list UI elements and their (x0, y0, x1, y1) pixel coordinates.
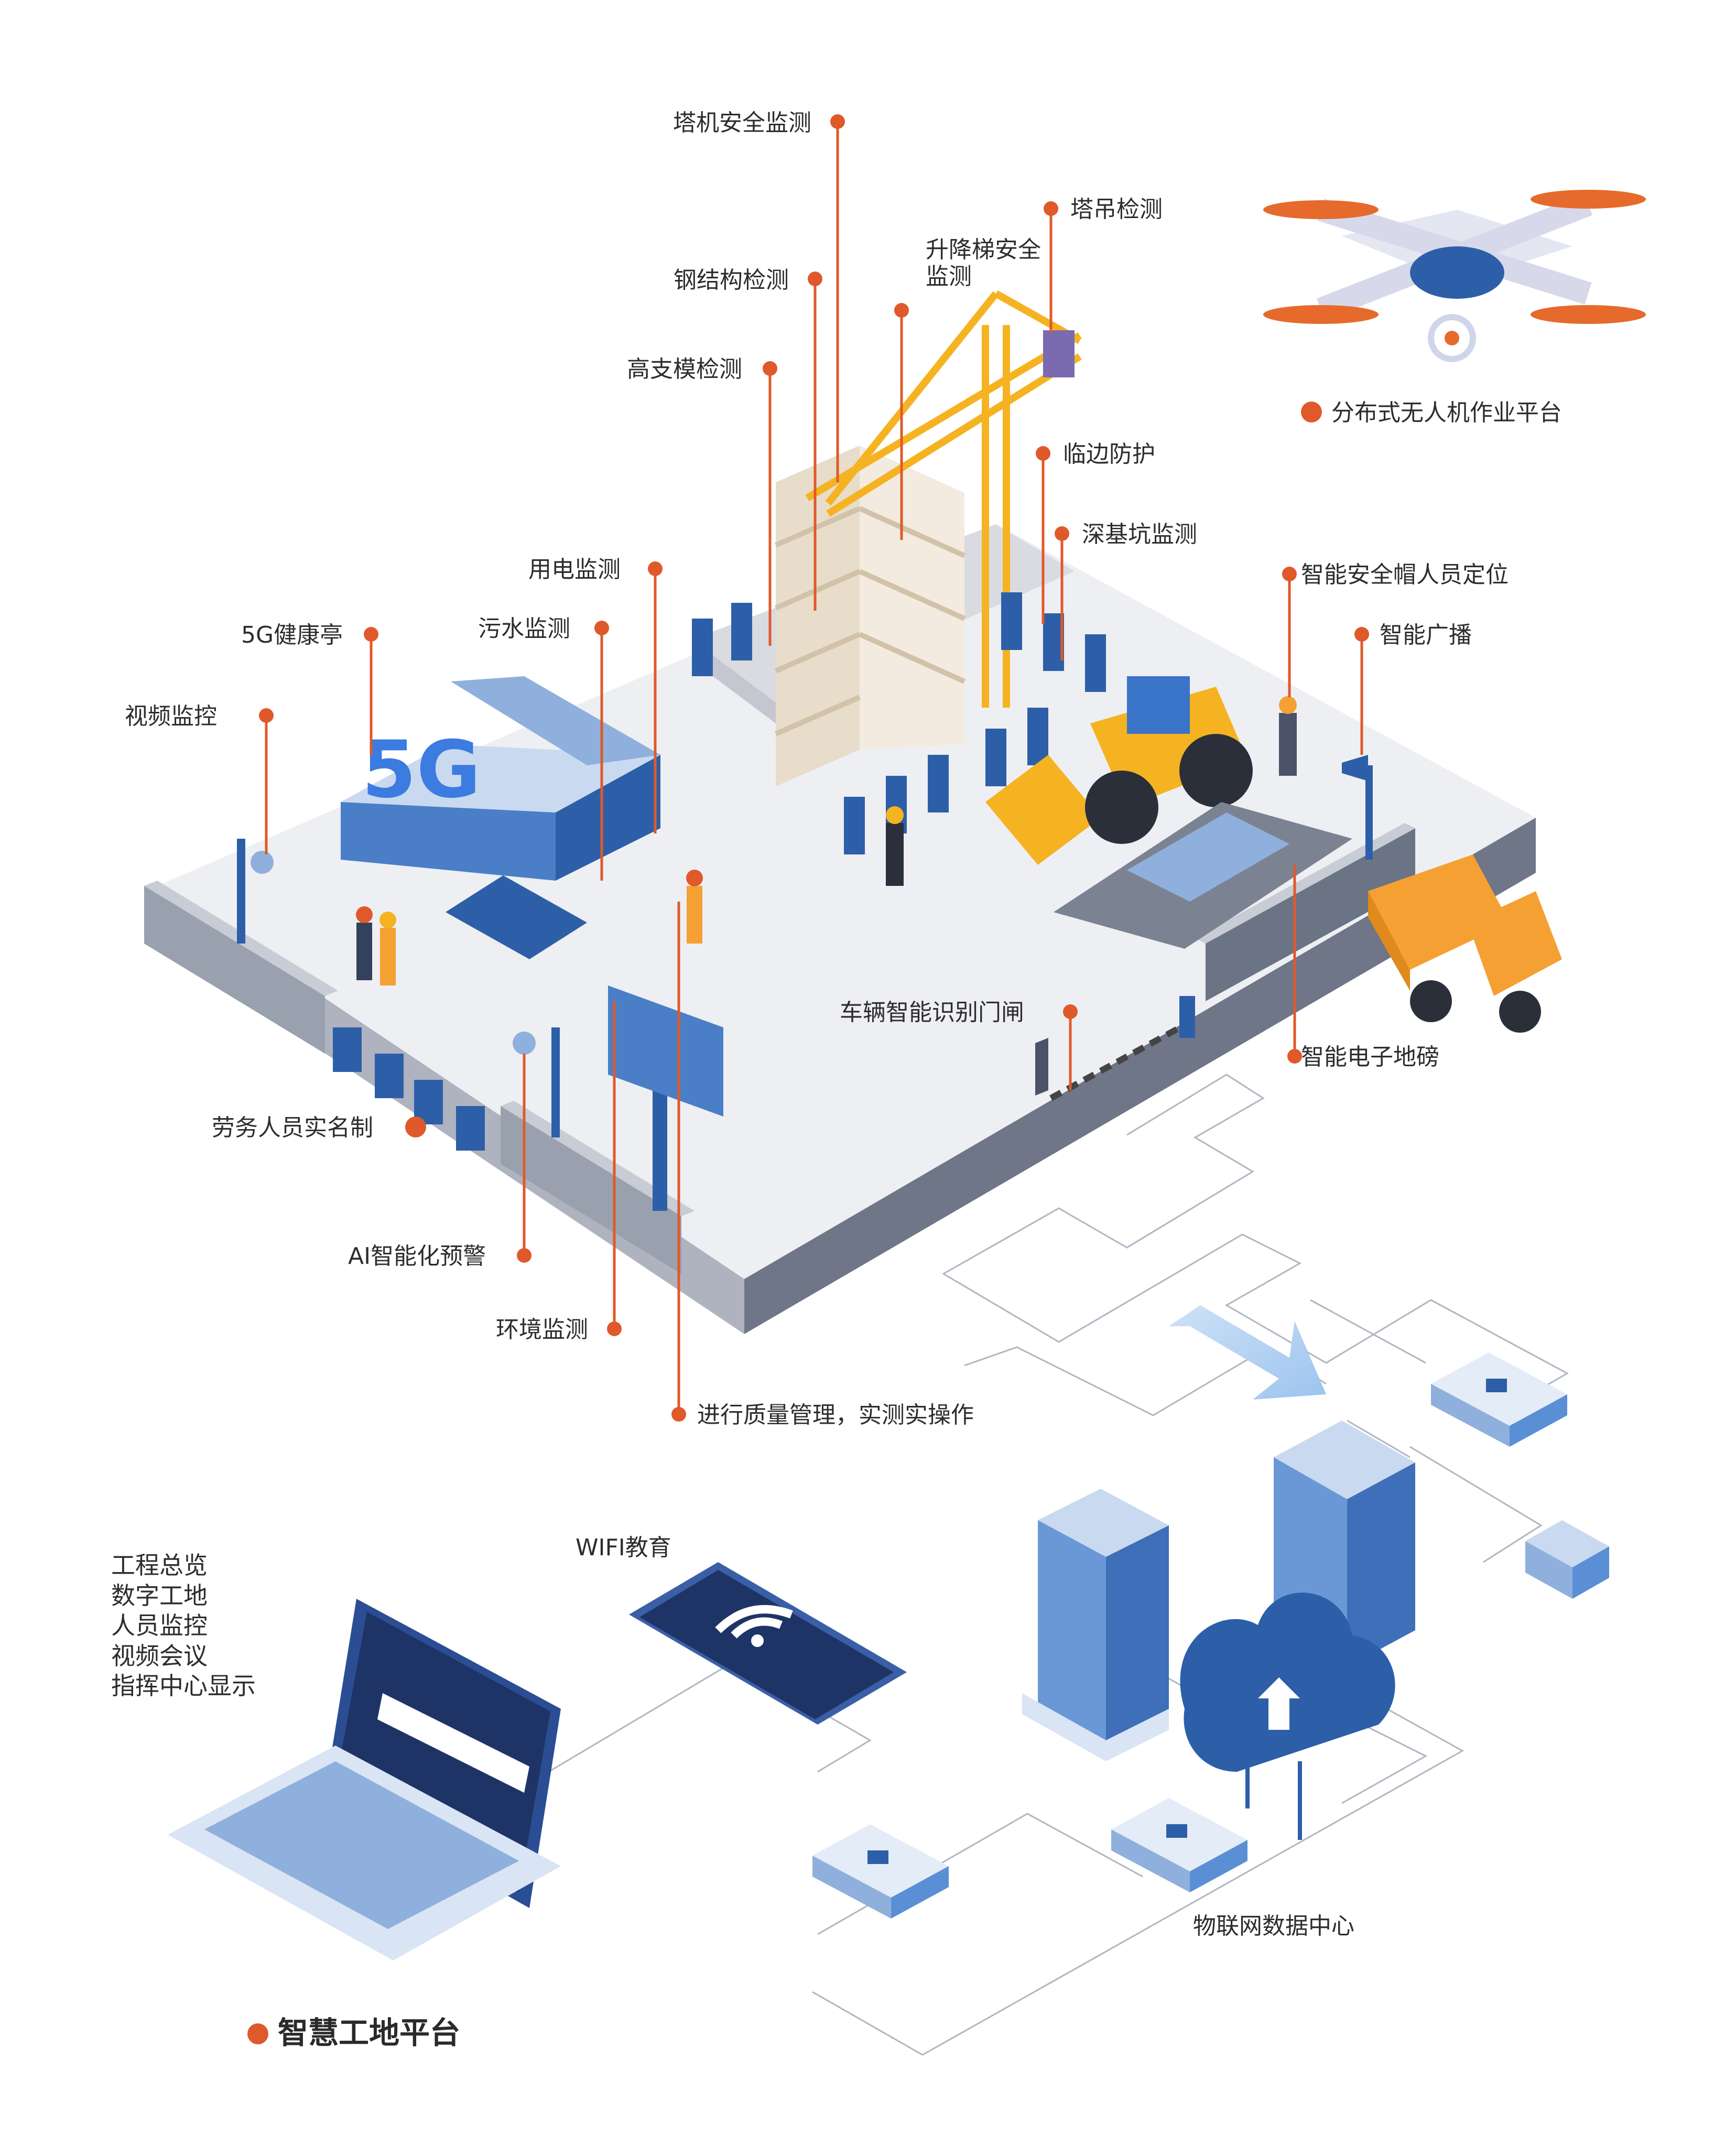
billboard (608, 985, 723, 1211)
router-icon (1431, 1352, 1567, 1447)
label-deep-pit: 深基坑监测 (1082, 521, 1197, 548)
marker-dot (364, 627, 378, 642)
platform-feature: 视频会议 (111, 1641, 208, 1670)
label-edge-protection: 临边防护 (1063, 441, 1155, 468)
marker-dot (1044, 201, 1058, 216)
label-drone-platform: 分布式无人机作业平台 (1331, 399, 1562, 426)
platform-feature: 指挥中心显示 (111, 1672, 256, 1700)
marker-dot (607, 1321, 622, 1336)
sewage-pool (446, 875, 587, 959)
marker-dot (808, 272, 822, 286)
crane-counterweight (1043, 330, 1075, 377)
label-tower-hoist-check: 塔吊检测 (1070, 196, 1163, 223)
label-wifi-edu: WIFI教育 (576, 1534, 671, 1561)
label-labor-realname: 劳务人员实名制 (212, 1114, 373, 1141)
label-steel-structure: 钢结构检测 (674, 267, 789, 294)
flow-arrow-icon (1169, 1305, 1326, 1400)
platform-feature-list: 工程总览 数字工地 人员监控 视频会议 指挥中心显示 (111, 1551, 256, 1702)
platform-feature: 工程总览 (111, 1551, 208, 1579)
label-ai-warning: AI智能化预警 (348, 1243, 486, 1270)
marker-dot (830, 114, 845, 129)
cloud-upload-icon (1180, 1592, 1395, 1840)
marker-dot (1282, 567, 1297, 581)
marker-dot (517, 1248, 531, 1263)
router-icon (1525, 1520, 1609, 1599)
wheel-loader-icon (985, 676, 1253, 865)
label-sewage: 污水监测 (478, 615, 570, 642)
light-poles (237, 839, 560, 1137)
server-icon (1022, 1489, 1169, 1761)
server-icon (1274, 1421, 1415, 1667)
marker-dot (894, 303, 909, 318)
vehicle-gate-barrier (1049, 996, 1195, 1101)
platform-title: 智慧工地平台 (278, 2015, 461, 2051)
marker-dot (259, 708, 274, 723)
marker-dot (405, 1117, 426, 1137)
building-frame (774, 446, 966, 786)
router-icon (812, 1824, 949, 1919)
marker-dot (1354, 627, 1369, 642)
label-environment: 环境监测 (496, 1316, 588, 1343)
phone-wifi-icon (629, 1562, 907, 1725)
marker-dot (1301, 402, 1322, 422)
marker-dot (594, 621, 609, 635)
laptop-icon (168, 1599, 561, 1960)
platform-feature: 数字工地 (111, 1581, 208, 1610)
label-iot-center: 物联网数据中心 (1193, 1913, 1354, 1940)
svg-text:5G: 5G (362, 724, 481, 816)
label-helmet-positioning: 智能安全帽人员定位 (1301, 561, 1509, 588)
marker-dot (247, 2023, 268, 2044)
label-tower-crane-safety: 塔机安全监测 (673, 110, 811, 136)
platform-feature: 人员监控 (111, 1611, 208, 1640)
drone-icon (1263, 190, 1646, 362)
label-formwork: 高支模检测 (627, 356, 742, 383)
label-scale: 智能电子地磅 (1301, 1044, 1439, 1070)
leader-lines (265, 122, 1363, 1414)
label-broadcast: 智能广播 (1380, 622, 1472, 648)
marker-dot (1287, 1049, 1302, 1064)
label-video-monitor: 视频监控 (125, 703, 217, 730)
marker-dot (763, 361, 777, 376)
health-kiosk-5g-icon: 5G (341, 676, 660, 881)
marker-dot (1055, 526, 1069, 541)
broadcast-speaker-icon (1342, 755, 1373, 860)
marker-dot (1063, 1004, 1078, 1019)
label-health-kiosk-5g: 5G健康亭 (241, 622, 343, 648)
label-quality-mgmt: 进行质量管理，实测实操作 (697, 1402, 974, 1428)
workers (356, 696, 1297, 985)
marker-dot (671, 1407, 686, 1422)
label-elevator-safety: 升降梯安全监测 (926, 236, 1041, 290)
router-icon (1111, 1798, 1247, 1892)
electronic-scale (1054, 802, 1352, 949)
dump-truck-icon (1368, 854, 1562, 1033)
marker-dot (648, 561, 663, 576)
label-electricity: 用电监测 (528, 556, 621, 583)
marker-dot (1036, 446, 1050, 461)
label-vehicle-gate: 车辆智能识别门闸 (840, 999, 1024, 1026)
